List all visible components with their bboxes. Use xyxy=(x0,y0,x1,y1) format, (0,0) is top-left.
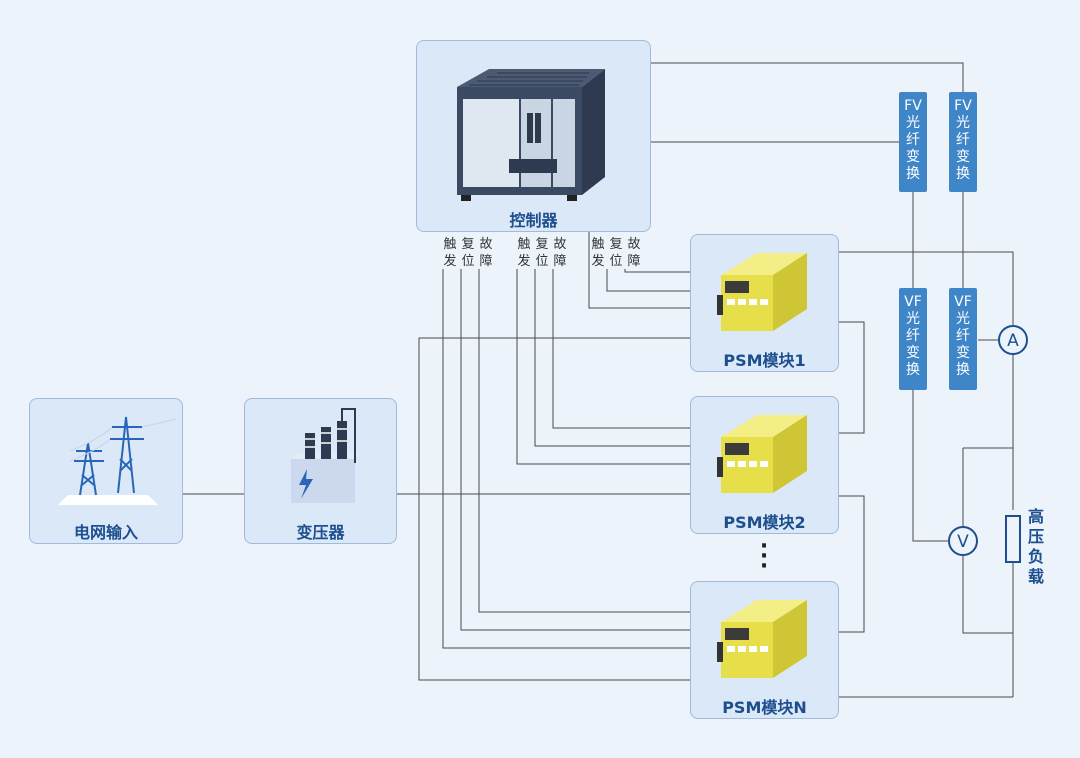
signal-reset-2: 复位 xyxy=(535,237,549,269)
controller-box[interactable]: 控制器 xyxy=(416,40,651,232)
psm-module-2[interactable]: PSM模块2 xyxy=(690,396,839,534)
psm-module-2-label: PSM模块2 xyxy=(723,513,806,532)
hv-load-resistor xyxy=(1005,515,1021,563)
psm-unit-icon xyxy=(717,415,807,493)
signal-fault-1: 故障 xyxy=(479,237,493,269)
transformer-icon xyxy=(291,408,361,503)
psm-module-1-label: PSM模块1 xyxy=(723,351,806,370)
transformer-box[interactable]: 变压器 xyxy=(244,398,397,544)
signal-reset-1: 复位 xyxy=(461,237,475,269)
more-modules-ellipsis: ··· xyxy=(759,534,769,579)
vf-fiber-converter-1[interactable]: VF 光纤变换 xyxy=(899,288,927,390)
psm-module-n-label: PSM模块N xyxy=(722,698,807,717)
signal-fault-2: 故障 xyxy=(553,237,567,269)
controller-chassis-icon xyxy=(457,69,605,201)
psm-unit-icon xyxy=(717,600,807,678)
signal-trigger-2: 触发 xyxy=(517,237,531,269)
hv-load-label: 高压负载 xyxy=(1027,507,1044,586)
vf-fiber-converter-2[interactable]: VF 光纤变换 xyxy=(949,288,977,390)
transformer-label: 变压器 xyxy=(296,523,345,542)
controller-label: 控制器 xyxy=(509,211,558,230)
psm-module-1[interactable]: PSM模块1 xyxy=(690,234,839,372)
voltmeter-icon: V xyxy=(948,526,978,556)
power-tower-icon xyxy=(58,416,177,505)
ammeter-icon: A xyxy=(998,325,1028,355)
signal-trigger-1: 触发 xyxy=(443,237,457,269)
psm-unit-icon xyxy=(717,253,807,331)
grid-input-label: 电网输入 xyxy=(73,523,138,542)
grid-input-box[interactable]: 电网输入 xyxy=(29,398,183,544)
fv-fiber-converter-1[interactable]: FV 光纤变换 xyxy=(899,92,927,192)
fv-fiber-converter-2[interactable]: FV 光纤变换 xyxy=(949,92,977,192)
signal-trigger-3: 触发 xyxy=(591,237,605,269)
signal-reset-3: 复位 xyxy=(609,237,623,269)
signal-fault-3: 故障 xyxy=(627,237,641,269)
psm-module-n[interactable]: PSM模块N xyxy=(690,581,839,719)
